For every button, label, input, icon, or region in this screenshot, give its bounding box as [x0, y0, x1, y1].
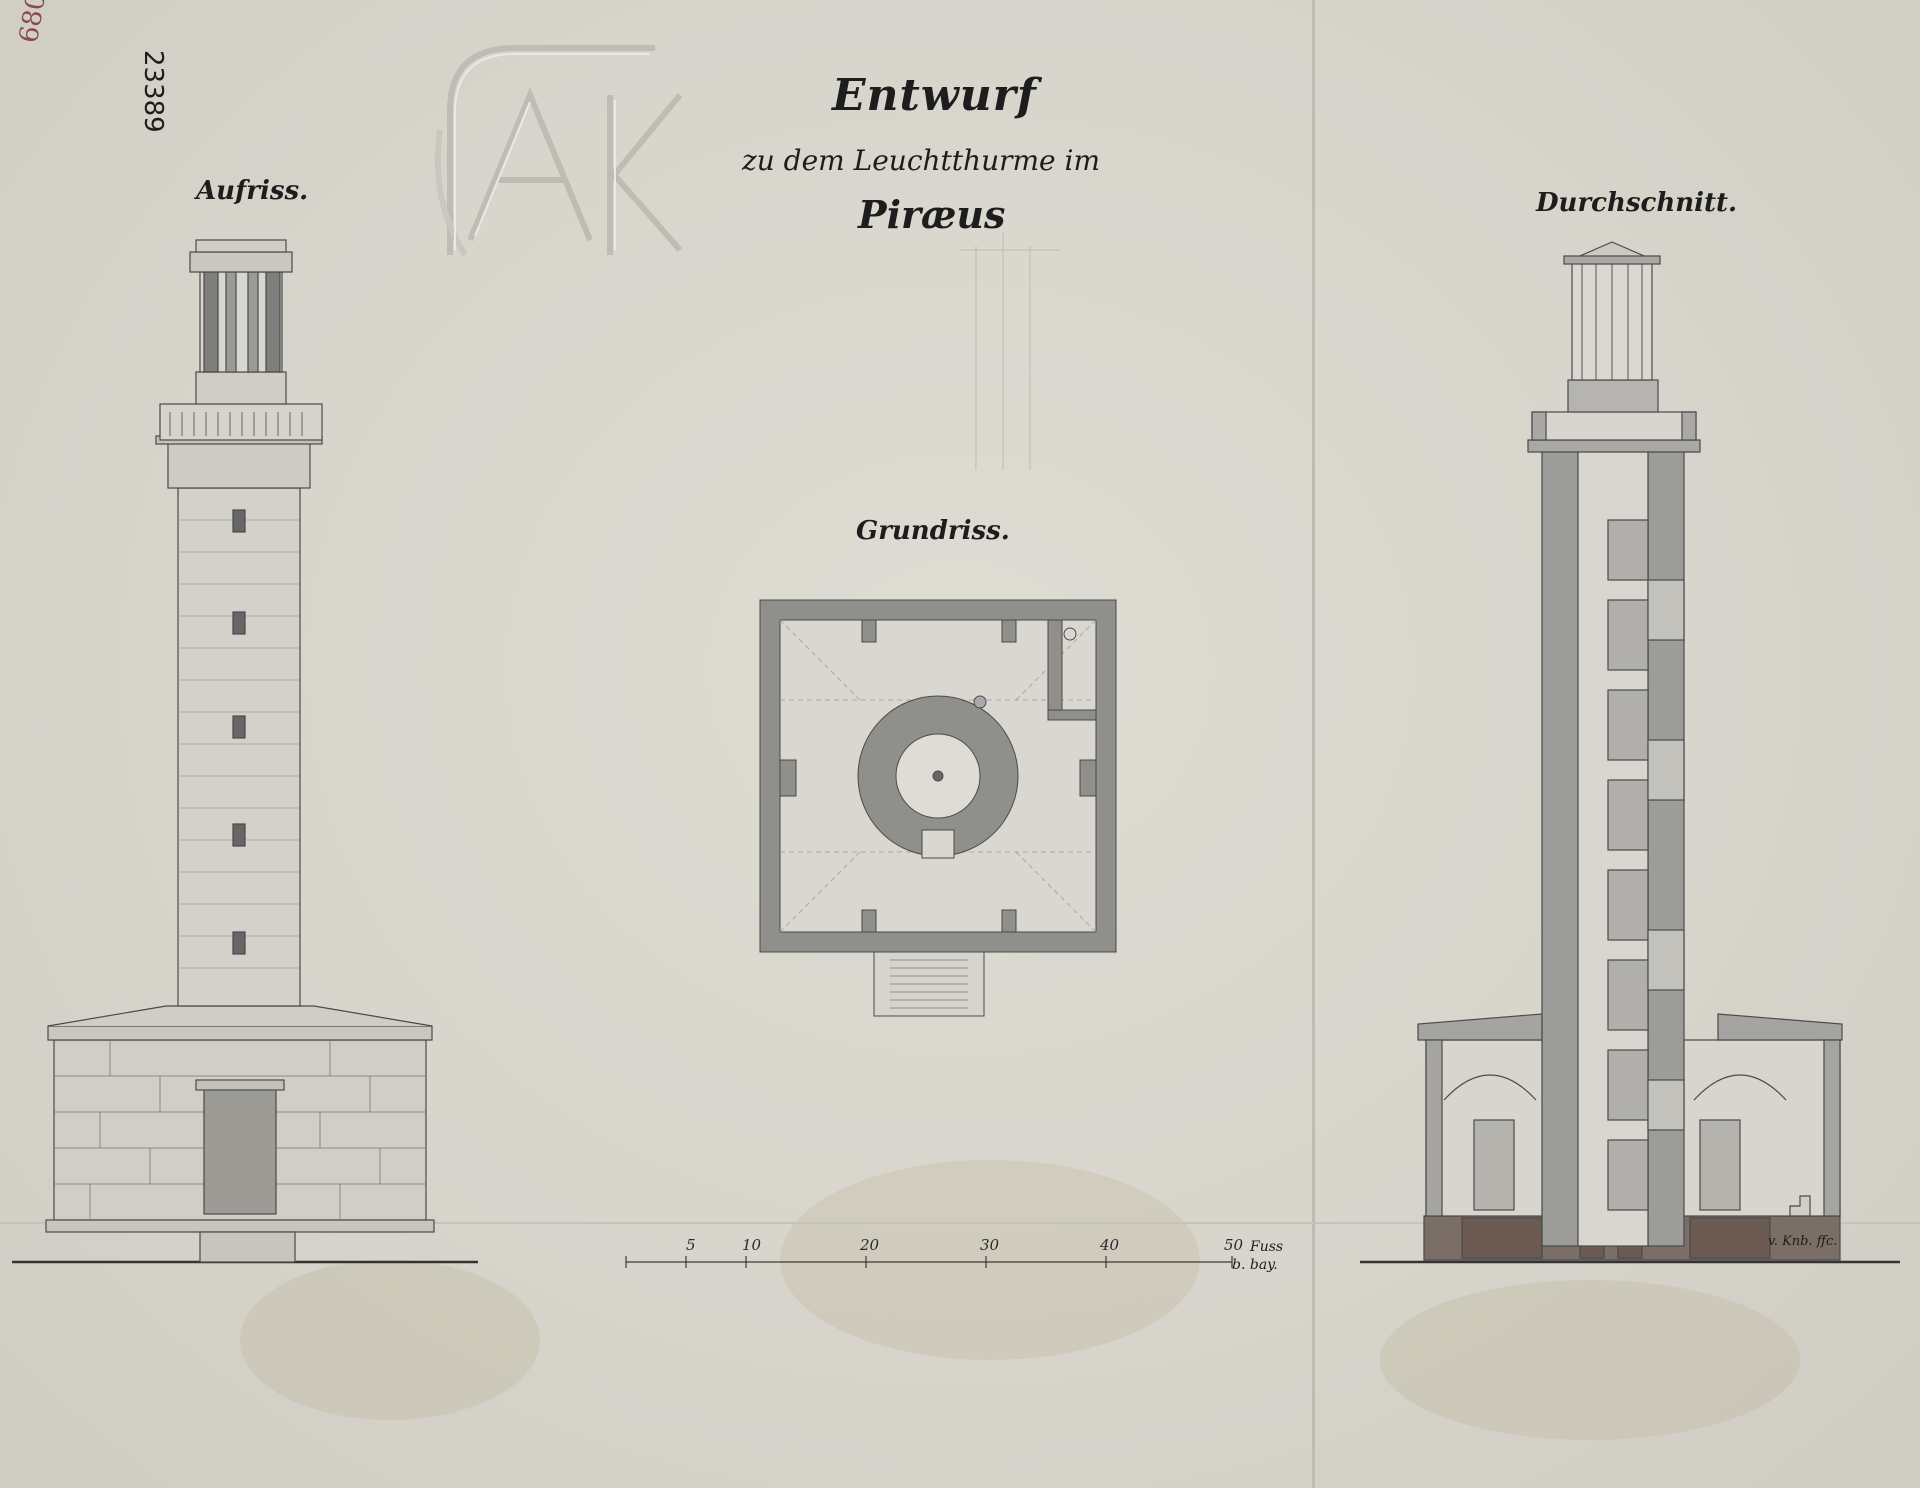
- stamp-monogram-highlight: [454, 53, 650, 250]
- section-view: [1360, 241, 1900, 1264]
- archive-number: 23389: [138, 50, 168, 133]
- scale-unit: Fuss: [1250, 1239, 1284, 1255]
- sheet-title: Entwurf: [832, 70, 1037, 121]
- elevation-view: [12, 239, 478, 1264]
- scale-tick-label: 10: [742, 1236, 762, 1254]
- section-label: Durchschnitt.: [1536, 188, 1738, 218]
- scale-tick-label: 50: [1224, 1236, 1244, 1254]
- sheet-subtitle: zu dem Leuchtthurme im: [742, 144, 1101, 177]
- signature: v. Knb. ffc.: [1768, 1234, 1838, 1249]
- paper-stain: [1380, 1280, 1800, 1440]
- floor-plan: [759, 599, 1117, 1017]
- scale-unit-note: b. bay.: [1232, 1257, 1278, 1273]
- fold-line-horizontal: [0, 1222, 1920, 1224]
- pencil-sketch: [960, 232, 1060, 470]
- stamp-monogram: [434, 45, 683, 257]
- scale-tick-label: 40: [1100, 1236, 1120, 1254]
- fold-line-vertical: [1312, 0, 1315, 1488]
- paper-stain: [780, 1160, 1200, 1360]
- elevation-label: Aufriss.: [196, 176, 309, 206]
- plan-label: Grundriss.: [856, 516, 1010, 546]
- sheet-location: Piræus: [858, 192, 1006, 237]
- scale-bar: [625, 1256, 1233, 1268]
- scale-tick-label: 20: [860, 1236, 880, 1254]
- paper-stain: [240, 1260, 540, 1420]
- scale-tick-label: 30: [980, 1236, 1000, 1254]
- scale-tick-label: 5: [686, 1236, 696, 1254]
